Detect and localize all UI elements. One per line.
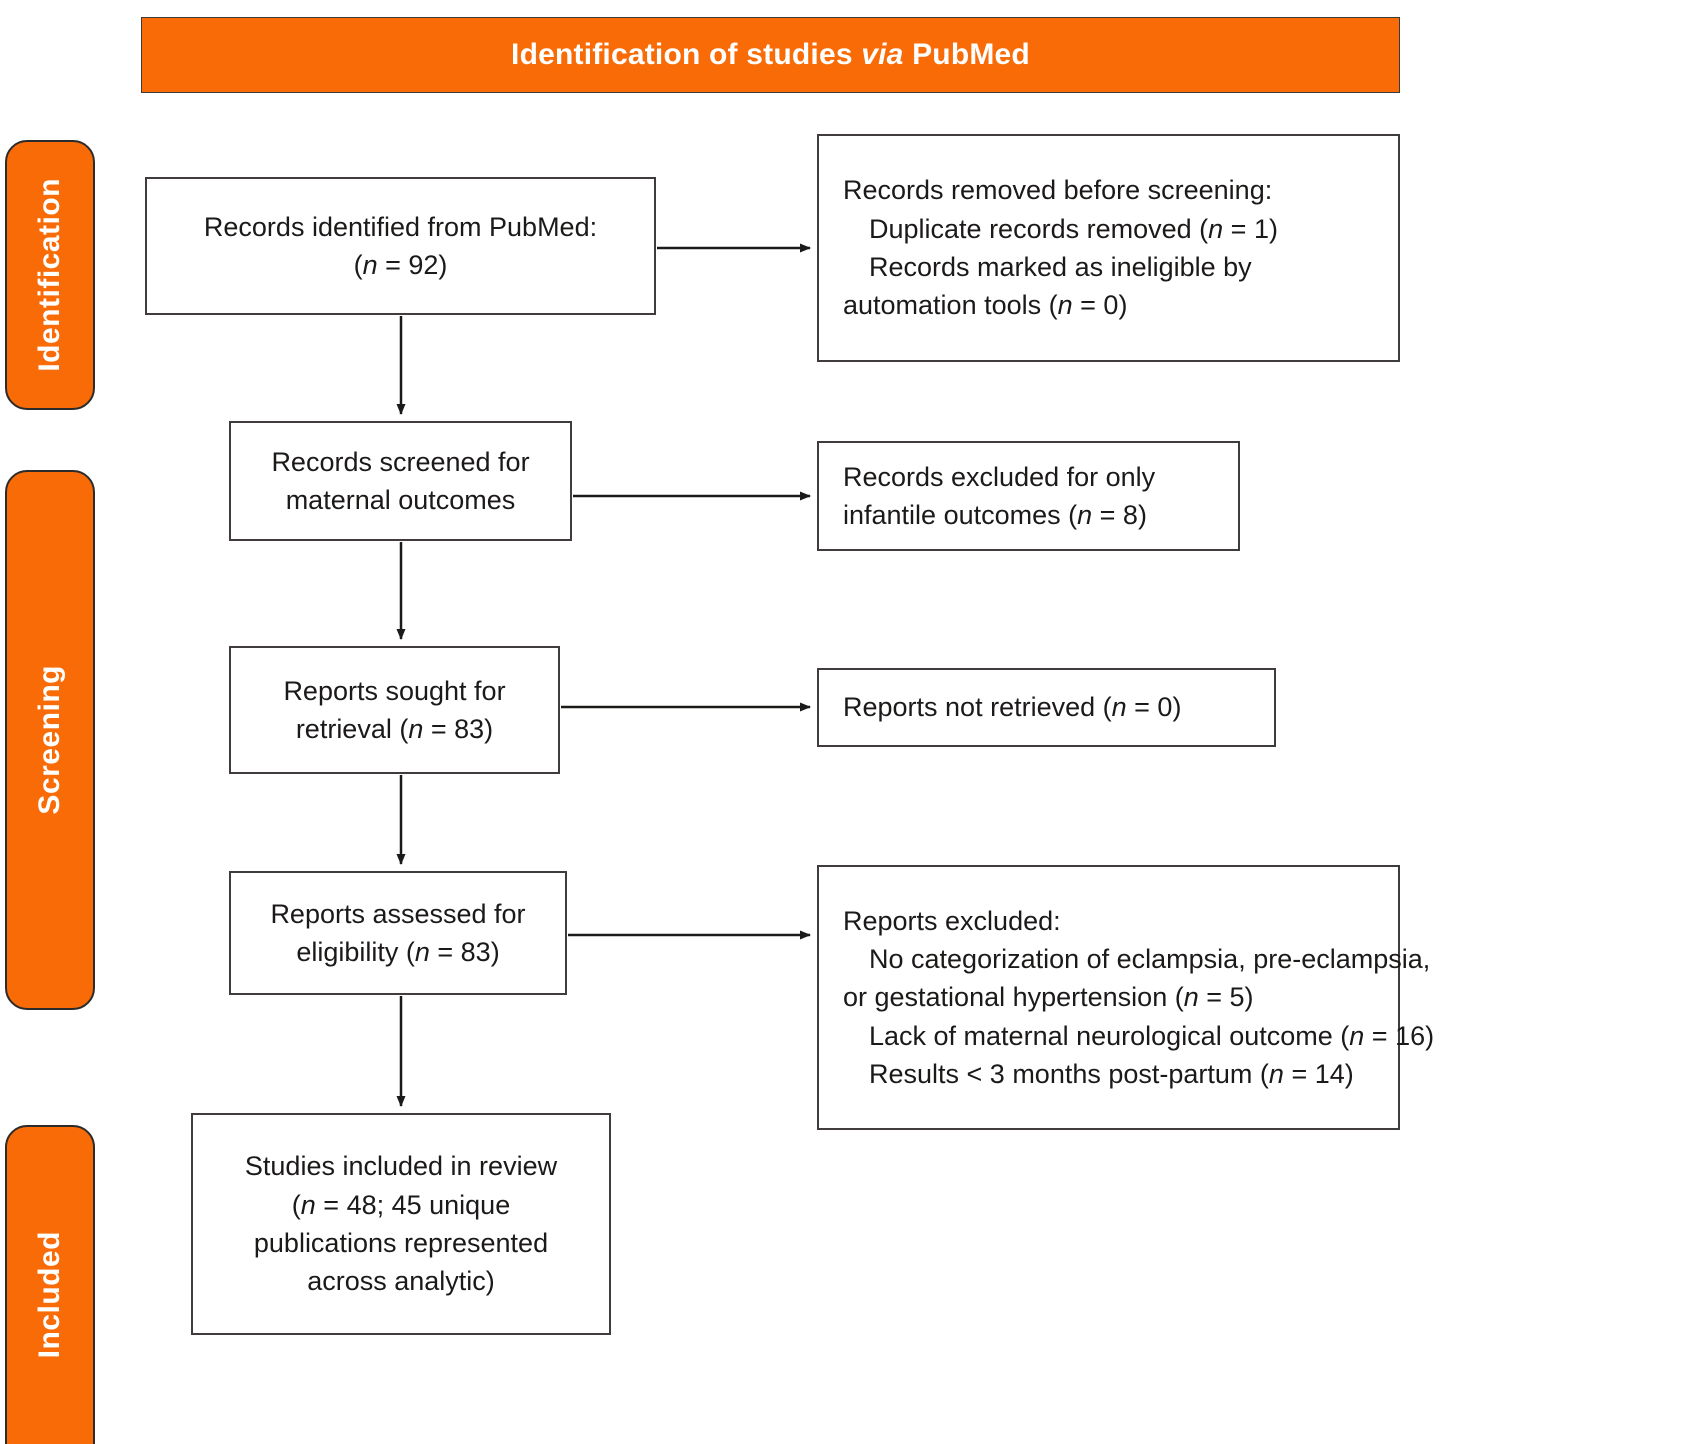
lack-neuro-outcome-n-value: = 16) [1364,1020,1435,1051]
automation-tools-text: automation tools ( [843,290,1058,321]
records-identified-n-value: = 92) [377,250,448,280]
no-categorization-text: or gestational hypertension ( [843,982,1184,1013]
reports-excluded-line-3: or gestational hypertension (n = 5) [843,978,1254,1016]
records-removed-line-4: automation tools (n = 0) [843,286,1127,324]
records-screened-line-1: Records screened for [271,446,530,477]
studies-included-line-4: across analytic) [307,1266,495,1297]
automation-tools-n-value: = 0) [1072,290,1128,321]
duplicates-removed-text: Duplicate records removed ( [869,213,1209,244]
records-screened-line-2: maternal outcomes [285,485,516,515]
reports-sought-n-value: = 83) [423,714,494,744]
reports-assessed-text: eligibility ( [296,937,415,967]
box-reports-not-retrieved: Reports not retrieved (n = 0) [817,668,1276,747]
records-identified-line-1: Records identified from PubMed: [203,211,598,242]
reports-not-retrieved-text: Reports not retrieved ( [843,692,1112,723]
reports-sought-line-2: retrieval (n = 83) [296,710,493,748]
studies-included-n-symbol: n [300,1189,316,1220]
automation-tools-n-symbol: n [1057,290,1073,321]
excluded-infantile-line-2: infantile outcomes (n = 8) [843,496,1147,534]
reports-sought-n-symbol: n [408,714,424,744]
results-under-3-months-text: Results < 3 months post-partum ( [869,1058,1269,1089]
excluded-infantile-n-value: = 8) [1092,500,1147,530]
banner-title-part-1: Identification of studies [511,38,862,71]
records-identified-n-pre: ( [353,250,363,280]
reports-not-retrieved-n-symbol: n [1111,692,1127,723]
results-under-3-months-n-symbol: n [1268,1058,1284,1089]
records-removed-line-3: Records marked as ineligible by [869,252,1252,282]
reports-not-retrieved-n-value: = 0) [1126,692,1182,723]
studies-included-n-pre: ( [291,1189,301,1220]
reports-sought-text: retrieval ( [295,714,409,744]
reports-assessed-line-2: eligibility (n = 83) [296,933,499,971]
banner-title-part-3: PubMed [903,38,1030,71]
box-reports-excluded: Reports excluded: No categorization of e… [817,865,1434,1130]
reports-sought-line-1: Reports sought for [283,675,506,706]
results-under-3-months-n-value: = 14) [1283,1058,1354,1089]
excluded-infantile-text: infantile outcomes ( [843,500,1078,530]
records-identified-n-symbol: n [362,250,378,280]
banner-title: Identification of studies via PubMed [511,38,1030,72]
box-reports-assessed: Reports assessed for eligibility (n = 83… [229,871,567,995]
reports-assessed-n-value: = 83) [429,937,500,967]
excluded-infantile-n-symbol: n [1077,500,1093,530]
excluded-infantile-line-1: Records excluded for only [843,461,1156,492]
records-removed-line-1: Records removed before screening: [843,175,1273,206]
reports-assessed-n-symbol: n [414,937,430,967]
box-reports-sought: Reports sought for retrieval (n = 83) [229,646,560,774]
banner-title-part-via: via [861,38,904,71]
lack-neuro-outcome-text: Lack of maternal neurological outcome ( [869,1020,1350,1051]
reports-not-retrieved-line-1: Reports not retrieved (n = 0) [843,688,1181,726]
stage-tab-included-label: Included [33,1231,66,1359]
stage-tab-identification: Identification [5,140,95,410]
records-identified-line-2: (n = 92) [354,246,448,284]
stage-tab-screening-label: Screening [33,665,66,815]
box-studies-included: Studies included in review (n = 48; 45 u… [191,1113,611,1335]
box-records-removed: Records removed before screening: Duplic… [817,134,1400,362]
box-records-excluded-infantile: Records excluded for only infantile outc… [817,441,1240,551]
reports-assessed-line-1: Reports assessed for [270,898,526,929]
no-categorization-n-symbol: n [1183,982,1199,1013]
box-records-identified: Records identified from PubMed: (n = 92) [145,177,656,315]
identification-source-banner: Identification of studies via PubMed [141,17,1400,93]
stage-tab-screening: Screening [5,470,95,1010]
stage-tab-included: Included [5,1125,95,1444]
stage-tab-identification-label: Identification [33,178,66,372]
studies-included-line-2: (n = 48; 45 unique [292,1186,510,1224]
studies-included-n-value: = 48; 45 unique [315,1189,511,1220]
reports-excluded-line-4: Lack of maternal neurological outcome (n… [843,1017,1434,1055]
reports-excluded-line-5: Results < 3 months post-partum (n = 14) [843,1055,1354,1093]
reports-excluded-line-1: Reports excluded: [843,905,1061,936]
box-records-screened: Records screened for maternal outcomes [229,421,572,541]
reports-excluded-line-2: No categorization of eclampsia, pre-ecla… [869,944,1431,974]
no-categorization-n-value: = 5) [1198,982,1254,1013]
records-removed-line-2: Duplicate records removed (n = 1) [843,210,1278,248]
studies-included-line-1: Studies included in review [244,1151,558,1182]
studies-included-line-3: publications represented [253,1228,549,1258]
duplicates-removed-n-symbol: n [1208,213,1224,244]
duplicates-removed-n-value: = 1) [1223,213,1278,244]
lack-neuro-outcome-n-symbol: n [1349,1020,1365,1051]
